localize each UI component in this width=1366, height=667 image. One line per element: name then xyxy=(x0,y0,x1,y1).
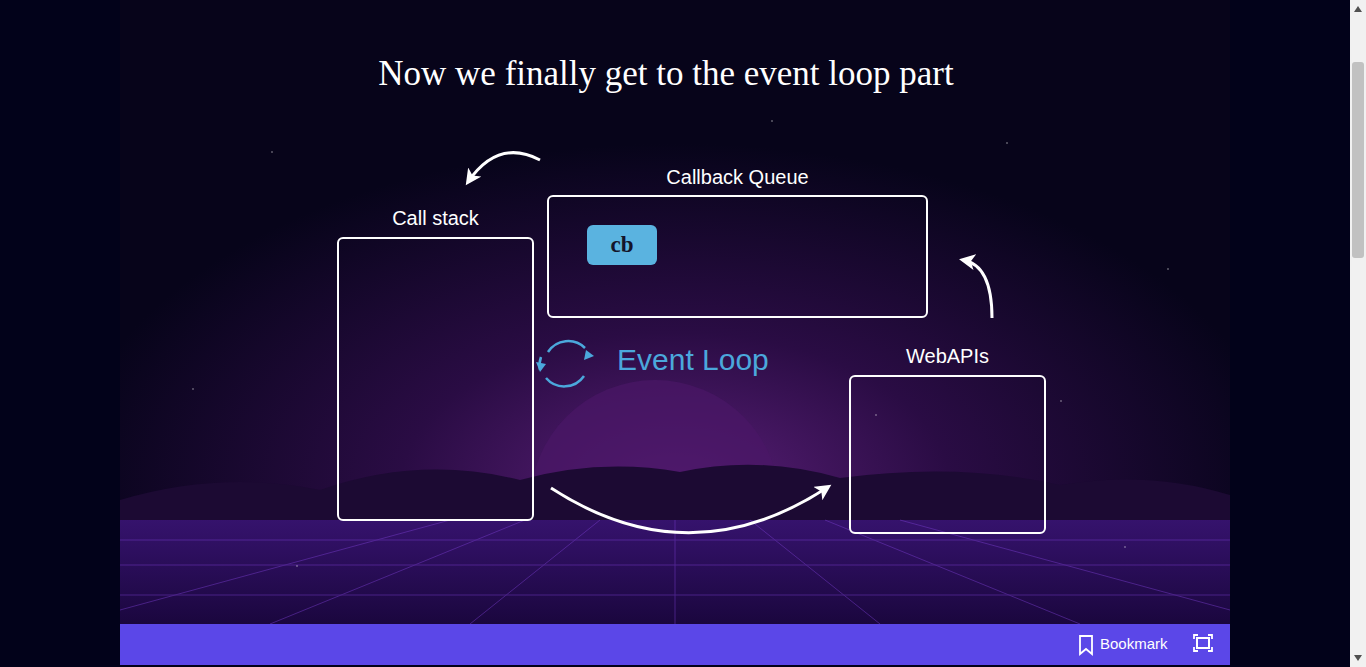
bottom-bar xyxy=(120,624,1230,665)
box-outline xyxy=(849,375,1046,534)
flow-arrow xyxy=(551,487,828,533)
event-loop-icon xyxy=(540,341,585,386)
box-outline xyxy=(337,237,534,521)
bar-icons xyxy=(120,624,1230,665)
event-loop-label: Event Loop xyxy=(617,342,769,378)
box-heading: Call stack xyxy=(337,206,534,230)
box-heading: Callback Queue xyxy=(547,165,928,189)
region-box: WebAPIs xyxy=(849,344,1046,534)
queue-item: cb xyxy=(587,225,657,265)
item-label: cb xyxy=(611,232,634,258)
region-box: Call stack xyxy=(337,206,534,521)
flow-arrow xyxy=(468,153,540,182)
bookmark-label: Bookmark xyxy=(1100,634,1168,654)
scrollbar xyxy=(1350,0,1366,667)
flow-arrow xyxy=(963,260,992,318)
box-heading: WebAPIs xyxy=(849,344,1046,368)
box-outline: cb xyxy=(547,195,928,318)
region-box: Callback Queue cb xyxy=(547,165,928,318)
slide-title: Now we finally get to the event loop par… xyxy=(0,52,1332,96)
